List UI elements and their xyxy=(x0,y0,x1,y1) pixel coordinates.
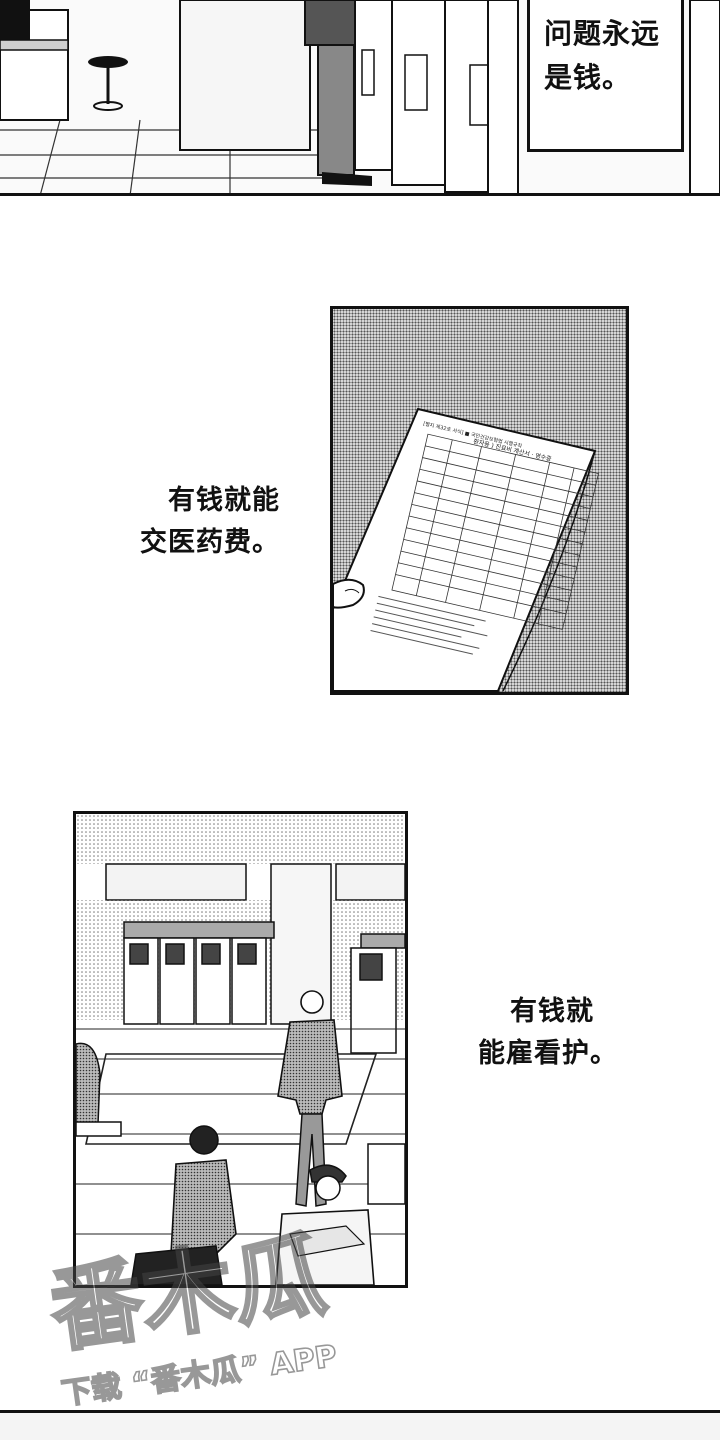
panel-medical-bill: [별지 제32호 서식] ■ 국민건강보험법 시행규칙 환자용 ) 진료비 계산… xyxy=(330,306,629,695)
caption-medical-fees: 有钱就能 交医药费。 xyxy=(130,480,280,564)
caption-line: 是钱。 xyxy=(544,61,632,94)
panel-kiosk-scene: 问题永远 是钱。 xyxy=(0,0,720,196)
watermark-line1: 下载 “番木瓜” APP xyxy=(59,1339,339,1412)
panel-hospital-lobby xyxy=(73,811,408,1288)
caption-hire-nurse: 有钱就 能雇看护。 xyxy=(478,991,618,1075)
caption-line: 能雇看护。 xyxy=(478,1038,618,1069)
kiosk-scene-illustration xyxy=(0,0,720,193)
hospital-lobby-illustration xyxy=(76,814,405,1285)
medical-bill-illustration: [별지 제32호 서식] ■ 국민건강보험법 시행규칙 환자용 ) 진료비 계산… xyxy=(333,407,599,692)
caption-line: 有钱就能 xyxy=(168,485,280,516)
caption-box-money: 问题永远 是钱。 xyxy=(527,0,684,152)
panel-next-cropped xyxy=(0,1410,720,1440)
caption-line: 问题永远 xyxy=(544,17,661,50)
caption-line: 有钱就 xyxy=(510,996,594,1027)
caption-line: 交医药费。 xyxy=(140,527,280,558)
